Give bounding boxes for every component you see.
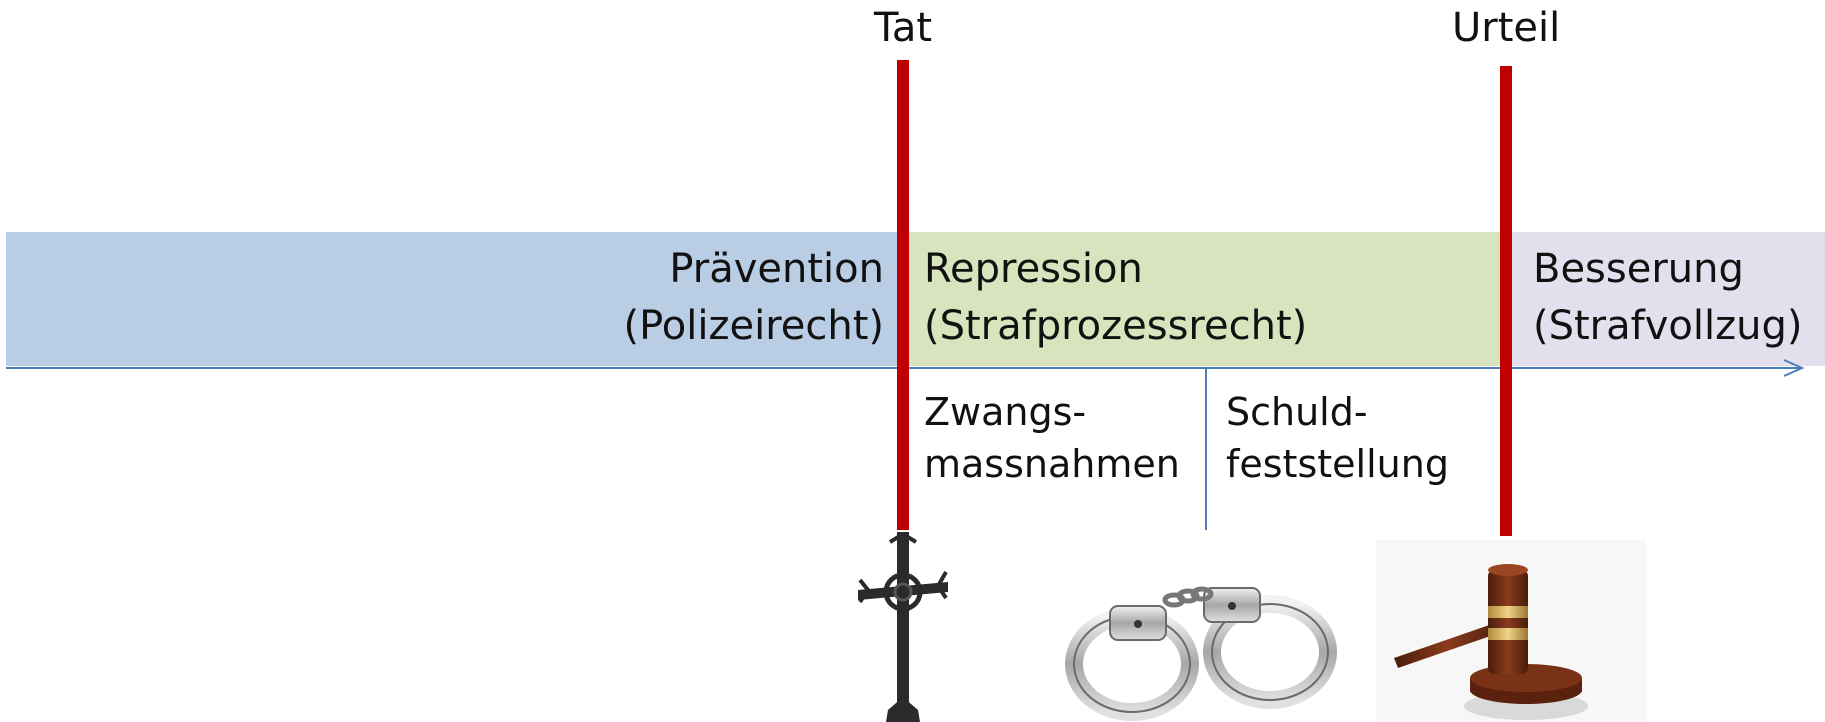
event-label-urteil: Urteil — [1452, 5, 1561, 51]
phase-repression-subtitle: (Strafprozessrecht) — [924, 303, 1308, 349]
phase-besserung-subtitle: (Strafvollzug) — [1533, 303, 1803, 349]
phase-besserung-title: Besserung — [1533, 246, 1744, 292]
event-label-tat: Tat — [874, 5, 933, 51]
band-besserung — [1508, 232, 1825, 366]
gavel-icon — [1376, 540, 1646, 722]
band-praevention — [6, 232, 902, 366]
subphase-zwang-line1: Zwangs- — [924, 390, 1087, 434]
phase-repression-title: Repression — [924, 246, 1143, 292]
event-line-tat — [897, 60, 909, 530]
cross-icon — [858, 532, 948, 722]
event-line-urteil — [1500, 66, 1512, 536]
handcuffs-icon — [1065, 586, 1337, 721]
subphase-schuld-line1: Schuld- — [1226, 390, 1368, 434]
subphase-schuld-line2: feststellung — [1226, 442, 1449, 486]
phase-praevention-subtitle: (Polizeirecht) — [623, 303, 884, 349]
band-repression — [902, 232, 1508, 366]
phase-praevention-title: Prävention — [669, 246, 884, 292]
subphase-zwang-line2: massnahmen — [924, 442, 1180, 486]
